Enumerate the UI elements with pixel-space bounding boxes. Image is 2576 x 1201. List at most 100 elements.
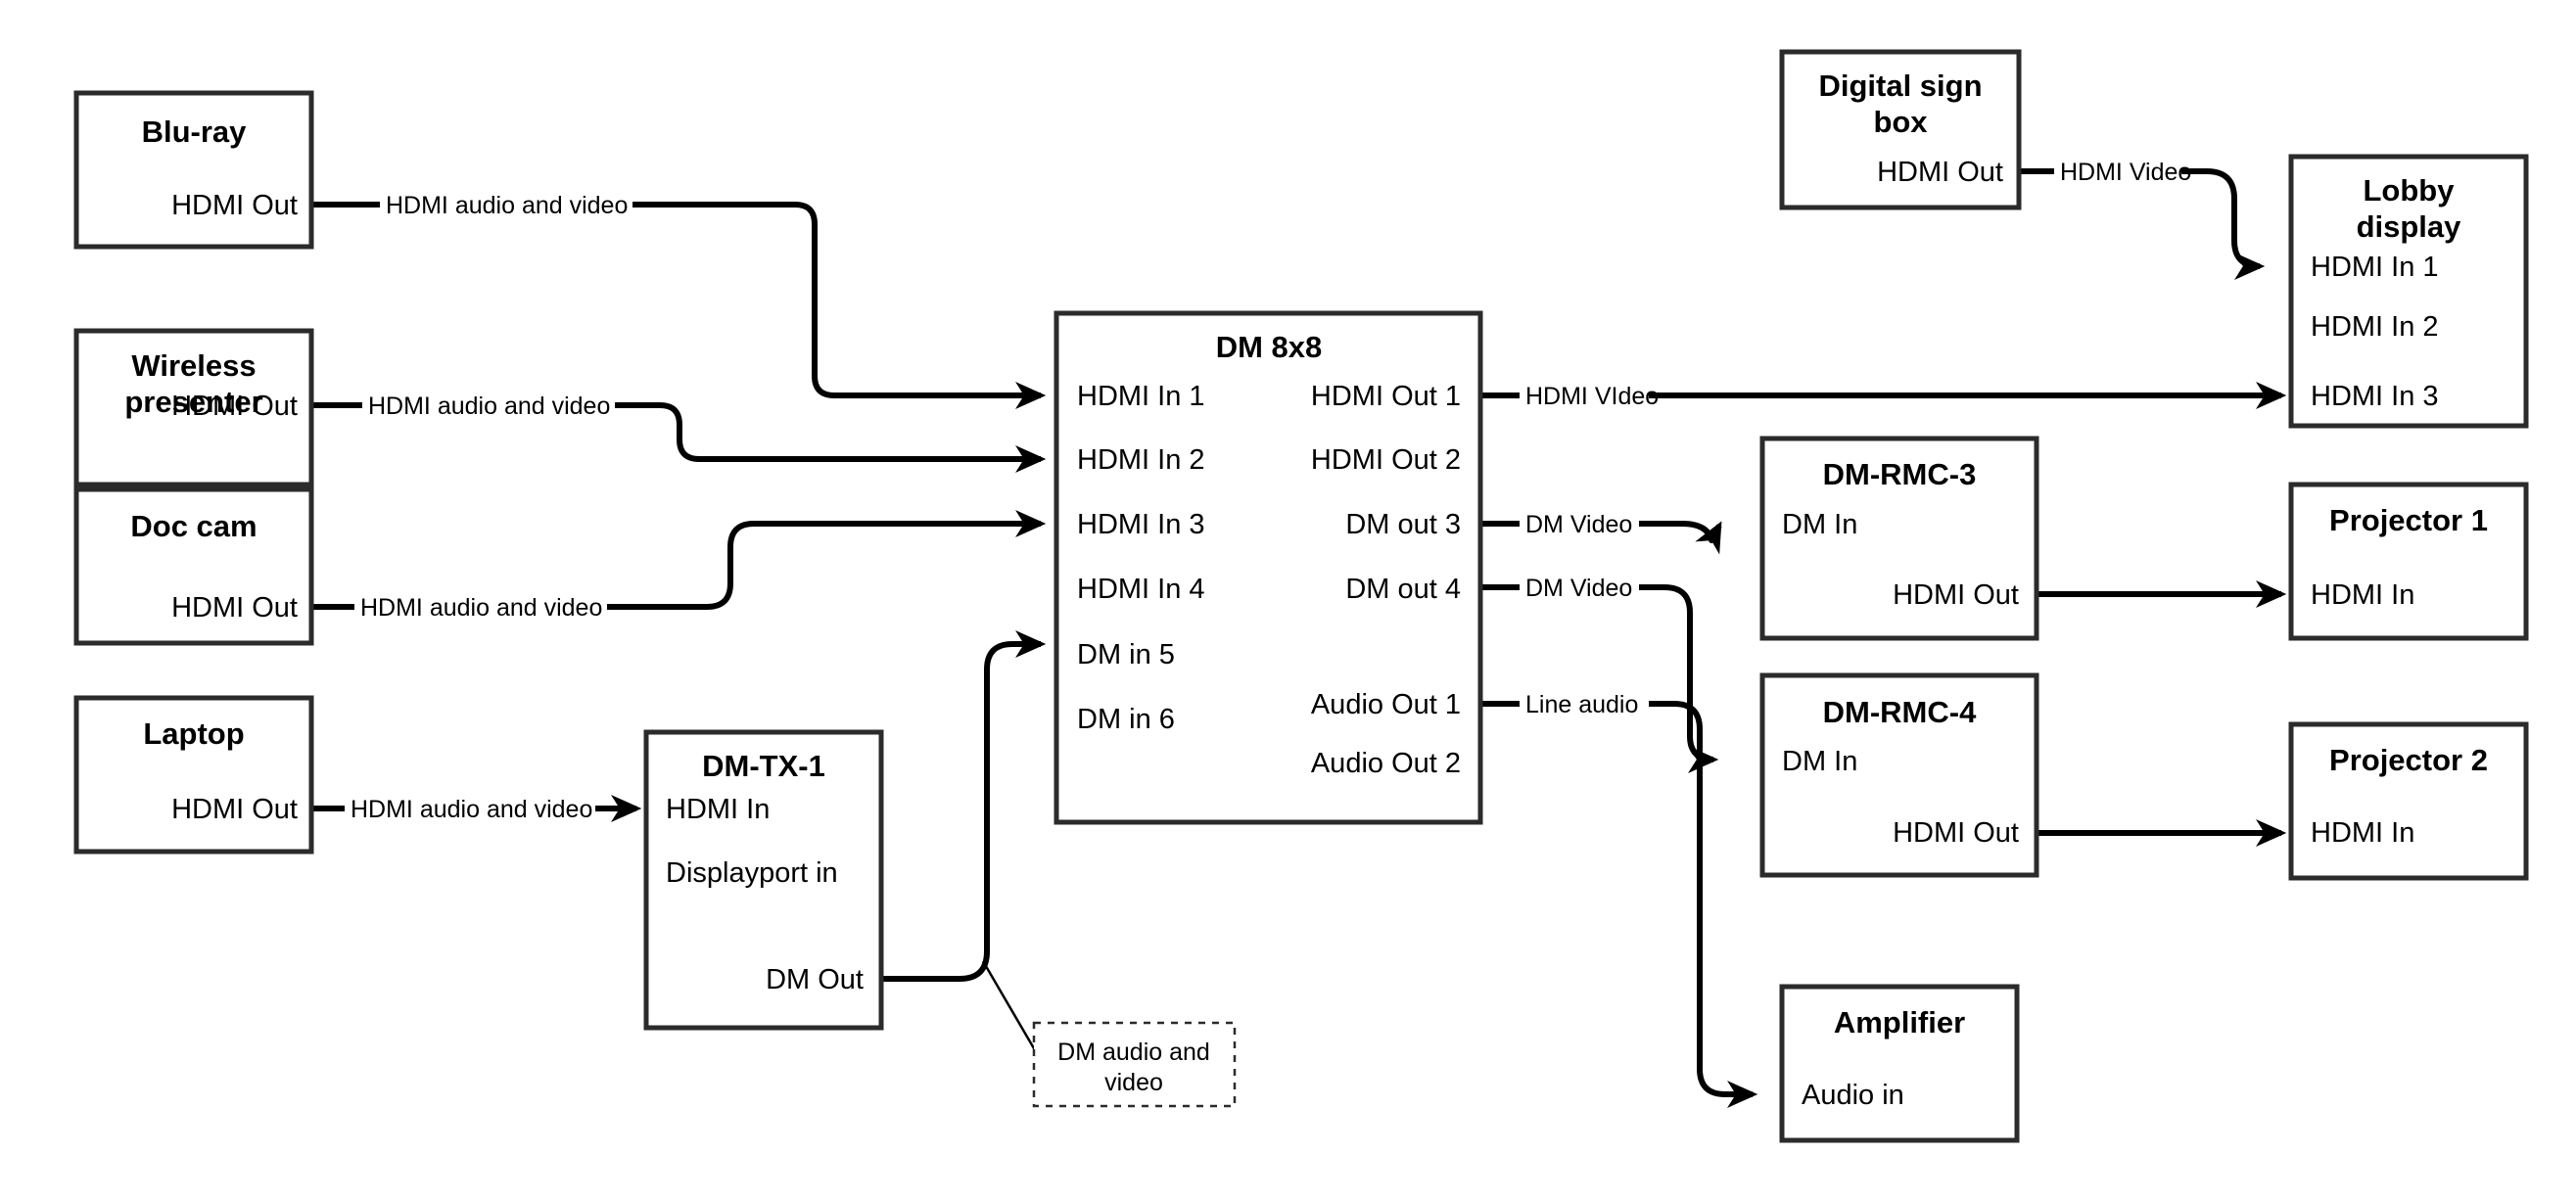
node-lobby-display-title-line2: display (2357, 209, 2462, 244)
node-dm-tx-1-box[interactable] (643, 729, 884, 1031)
node-projector-1-title: Projector 1 (2329, 503, 2488, 537)
connection-hdmiout1-to-lobby3: HDMI VIdeo (1480, 381, 2287, 410)
connection-label: HDMI Video (2060, 159, 2191, 186)
node-doc-cam-box[interactable] (73, 486, 314, 646)
node-dm-8x8-input-hdmi-in-2: HDMI In 2 (1077, 444, 1205, 476)
wire-segment-right (607, 509, 1047, 610)
node-dm-rmc-3-port-hdmi-out: HDMI Out (1893, 579, 2019, 611)
connection-dmout3-to-rmc3: DM Video (1480, 511, 1722, 555)
node-laptop-box[interactable] (73, 695, 314, 855)
node-dm-8x8[interactable]: DM 8x8 HDMI In 1 HDMI In 2 HDMI In 3 HDM… (1054, 310, 1483, 825)
node-digital-sign-box-title-line1: Digital sign (1818, 69, 1982, 103)
node-projector-1-port-hdmi-in: HDMI In (2311, 579, 2414, 611)
connection-label: HDMI audio and video (360, 594, 602, 622)
node-doc-cam-port-hdmi-out: HDMI Out (171, 592, 298, 624)
node-digital-sign-box[interactable]: Digital sign box HDMI Out (1779, 49, 2022, 210)
connection-sign-to-lobby1: HDMI Video (2019, 159, 2266, 281)
wire-segment-right (615, 402, 1047, 474)
node-wireless-presenter-title-line2: presenter (124, 385, 262, 419)
node-dm-8x8-input-hdmi-in-1: HDMI In 1 (1077, 381, 1205, 412)
node-dm-8x8-input-dm-in-5: DM in 5 (1077, 639, 1175, 670)
annotation-leader-line (981, 960, 1040, 1056)
node-dm-rmc-4-port-dm-in: DM In (1782, 746, 1857, 777)
node-digital-sign-box-port-hdmi-out: HDMI Out (1877, 157, 2003, 188)
node-bluray[interactable]: Blu-ray HDMI Out (73, 90, 314, 250)
node-dm-8x8-input-dm-in-6: DM in 6 (1077, 704, 1175, 735)
node-dm-8x8-output-dm-out-3: DM out 3 (1345, 509, 1461, 540)
node-dm-8x8-output-audio-out-1: Audio Out 1 (1311, 689, 1461, 720)
node-projector-2-box[interactable] (2288, 721, 2529, 881)
connection-bluray-to-in1: HDMI audio and video (311, 192, 1047, 410)
node-dm-8x8-input-hdmi-in-4: HDMI In 4 (1077, 574, 1205, 605)
connection-label: DM Video (1525, 511, 1632, 538)
node-laptop[interactable]: Laptop HDMI Out (73, 695, 314, 855)
node-dm-8x8-box[interactable] (1054, 310, 1483, 825)
wire-segment-right (1649, 701, 1758, 1109)
annotation-line1: DM audio and (1057, 1039, 1210, 1066)
connection-label: Line audio (1525, 691, 1638, 718)
node-lobby-display-port-hdmi-in-1: HDMI In 1 (2311, 252, 2439, 283)
node-dm-rmc-4-box[interactable] (1759, 672, 2039, 878)
node-dm-8x8-output-hdmi-out-1: HDMI Out 1 (1311, 381, 1461, 412)
node-dm-rmc-3-box[interactable] (1759, 436, 2039, 641)
connection-wireless-to-in2: HDMI audio and video (311, 393, 1047, 474)
node-dm-rmc-4-title: DM-RMC-4 (1823, 695, 1977, 729)
node-projector-1[interactable]: Projector 1 HDMI In (2288, 482, 2529, 641)
node-doc-cam-title: Doc cam (130, 509, 257, 543)
node-dm-8x8-output-dm-out-4: DM out 4 (1345, 574, 1461, 605)
node-dm-8x8-title: DM 8x8 (1216, 330, 1323, 364)
connection-label: HDMI audio and video (368, 393, 610, 420)
node-dm-rmc-4[interactable]: DM-RMC-4 DM In HDMI Out (1759, 672, 2039, 878)
node-dm-tx-1-port-displayport-in: Displayport in (666, 857, 838, 889)
node-wireless-presenter-box[interactable] (73, 328, 314, 487)
node-doc-cam[interactable]: Doc cam HDMI Out (73, 486, 314, 646)
connection-dmtx1-to-in5 (881, 629, 1047, 1056)
annotation-dm-audio-and-video: DM audio and video (1032, 1021, 1237, 1108)
node-dm-tx-1-title: DM-TX-1 (702, 749, 825, 783)
connection-audioout1-to-amp: Line audio (1480, 691, 1758, 1109)
connection-dmout4-to-rmc4: DM Video (1480, 575, 1719, 774)
node-wireless-presenter[interactable]: Wireless presenter HDMI Out (73, 328, 314, 487)
node-wireless-presenter-title-line1: Wireless (131, 348, 256, 383)
node-amplifier[interactable]: Amplifier Audio in (1779, 984, 2020, 1143)
node-dm-rmc-3-port-dm-in: DM In (1782, 509, 1857, 540)
node-amplifier-title: Amplifier (1834, 1005, 1965, 1039)
connection-doccam-to-in3: HDMI audio and video (311, 509, 1047, 622)
node-digital-sign-box-box[interactable] (1779, 49, 2022, 210)
connection-laptop-to-dmtx1: HDMI audio and video (311, 794, 642, 823)
node-projector-2[interactable]: Projector 2 HDMI In (2288, 721, 2529, 881)
node-dm-rmc-4-port-hdmi-out: HDMI Out (1893, 817, 2019, 849)
node-projector-2-title: Projector 2 (2329, 743, 2488, 777)
node-bluray-port-hdmi-out: HDMI Out (171, 190, 298, 221)
node-lobby-display[interactable]: Lobby display HDMI In 1 HDMI In 2 HDMI I… (2288, 154, 2529, 429)
node-bluray-box[interactable] (73, 90, 314, 250)
node-projector-1-box[interactable] (2288, 482, 2529, 641)
node-laptop-title: Laptop (143, 716, 244, 751)
node-projector-2-port-hdmi-in: HDMI In (2311, 817, 2414, 849)
wire-segment-right (632, 202, 1047, 410)
node-bluray-title: Blu-ray (142, 115, 248, 149)
node-wireless-presenter-port-hdmi-out: HDMI Out (171, 391, 298, 422)
connection-label: HDMI audio and video (351, 796, 592, 823)
wire-segment-right (1639, 521, 1722, 555)
connection-label: HDMI audio and video (386, 192, 628, 219)
node-dm-tx-1-port-dm-out: DM Out (766, 964, 864, 995)
node-amplifier-port-audio-in: Audio in (1802, 1080, 1904, 1111)
node-lobby-display-title-line1: Lobby (2364, 173, 2456, 208)
node-lobby-display-box[interactable] (2288, 154, 2529, 429)
connection-label: DM Video (1525, 575, 1632, 602)
node-dm-8x8-input-hdmi-in-3: HDMI In 3 (1077, 509, 1205, 540)
node-dm-tx-1-port-hdmi-in: HDMI In (666, 794, 770, 825)
wire-path (881, 629, 1047, 982)
node-lobby-display-port-hdmi-in-2: HDMI In 2 (2311, 311, 2439, 343)
node-dm-tx-1[interactable]: DM-TX-1 HDMI In Displayport in DM Out (643, 729, 884, 1031)
node-laptop-port-hdmi-out: HDMI Out (171, 794, 298, 825)
node-dm-8x8-output-hdmi-out-2: HDMI Out 2 (1311, 444, 1461, 476)
annotation-line2: video (1104, 1069, 1163, 1096)
node-dm-8x8-output-audio-out-2: Audio Out 2 (1311, 748, 1461, 779)
node-dm-rmc-3[interactable]: DM-RMC-3 DM In HDMI Out (1759, 436, 2039, 641)
node-amplifier-box[interactable] (1779, 984, 2020, 1143)
annotation-dashed-box (1032, 1021, 1237, 1108)
